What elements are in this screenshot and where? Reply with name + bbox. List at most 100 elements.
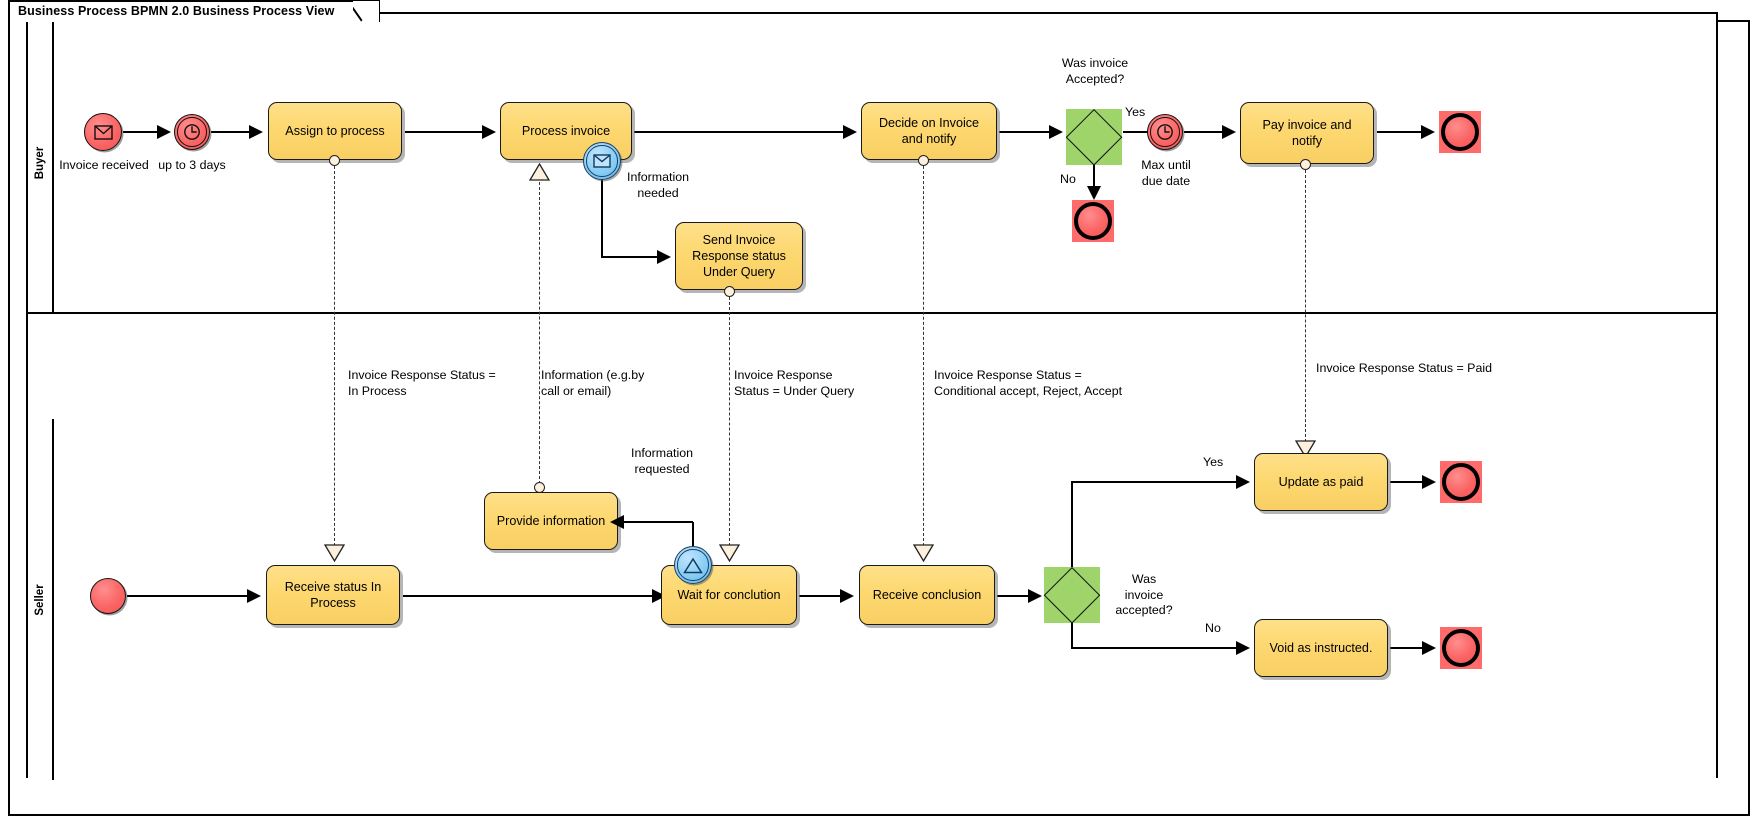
flow-seller-gateway-yes-up bbox=[1071, 482, 1073, 568]
flow-signal-up bbox=[692, 522, 694, 548]
gateway-was-invoice-accepted-seller[interactable] bbox=[1044, 567, 1100, 623]
boundary-message-event-label: Information needed bbox=[627, 170, 689, 200]
flow-pay-to-end bbox=[1377, 131, 1425, 133]
lane-buyer: Buyer bbox=[28, 14, 1716, 314]
flow-arrowhead bbox=[1236, 641, 1250, 655]
task-pay-invoice-and-notify[interactable]: Pay invoice and notify bbox=[1240, 102, 1374, 164]
message-flow-4-line bbox=[923, 166, 924, 546]
flow-arrowhead bbox=[1422, 475, 1436, 489]
flow-timer-to-pay bbox=[1184, 131, 1226, 133]
flow-arrowhead bbox=[843, 125, 857, 139]
flow-start-to-timer bbox=[123, 131, 161, 133]
flow-void-to-end bbox=[1390, 647, 1426, 649]
message-flow-3-source-marker bbox=[724, 286, 735, 297]
task-process-invoice-label: Process invoice bbox=[521, 124, 611, 138]
flow-signal-left bbox=[622, 521, 693, 523]
flow-boundary-down bbox=[601, 179, 603, 257]
task-send-invoice-response-under-query[interactable]: Send Invoice Response status Under Query bbox=[675, 222, 803, 290]
flow-gateway-yes bbox=[1123, 131, 1159, 133]
intermediate-timer-up-to-3-days[interactable] bbox=[174, 114, 210, 150]
task-send-invoice-response-label: Send Invoice Response status Under Query bbox=[692, 233, 786, 279]
gateway-was-invoice-accepted-label: Was invoice Accepted? bbox=[1061, 56, 1129, 86]
message-flow-2-label: Information (e.g.by call or email) bbox=[541, 368, 645, 398]
flow-decide-to-gateway bbox=[999, 131, 1053, 133]
flow-arrowhead bbox=[1028, 589, 1042, 603]
start-event-invoice-received[interactable] bbox=[84, 113, 122, 151]
message-flow-4-arrowhead bbox=[912, 544, 935, 567]
lane-label-seller: Seller bbox=[34, 583, 46, 616]
gateway-seller-label: Was invoice accepted? bbox=[1115, 572, 1173, 617]
flow-arrowhead bbox=[1222, 125, 1236, 139]
flow-arrowhead bbox=[249, 125, 263, 139]
gateway-no-label: No bbox=[1060, 172, 1076, 186]
flow-assign-to-process-invoice bbox=[405, 131, 485, 133]
flow-seller-gateway-no-down bbox=[1071, 622, 1073, 648]
task-provide-information[interactable]: Provide information bbox=[484, 492, 618, 550]
message-flow-2-arrowhead bbox=[528, 162, 551, 186]
message-flow-3-arrowhead bbox=[718, 544, 741, 567]
timer-clock-icon bbox=[175, 115, 209, 149]
flow-receive-conclusion-to-gateway bbox=[997, 595, 1031, 597]
flow-receive-status-to-wait bbox=[403, 595, 655, 597]
task-assign-to-process-label: Assign to process bbox=[285, 124, 385, 138]
message-flow-5-arrowhead bbox=[1294, 440, 1317, 463]
message-flow-1-source-marker bbox=[329, 155, 340, 166]
intermediate-timer-label: up to 3 days bbox=[158, 158, 226, 172]
task-update-as-paid[interactable]: Update as paid bbox=[1254, 453, 1388, 511]
gateway-yes-label: Yes bbox=[1125, 105, 1146, 119]
gateway-was-invoice-accepted[interactable] bbox=[1066, 109, 1122, 165]
end-event-ring bbox=[1074, 202, 1112, 240]
message-flow-2-line bbox=[539, 182, 540, 484]
flow-timer-to-assign bbox=[211, 131, 253, 133]
end-event-buyer-complete[interactable] bbox=[1439, 111, 1481, 153]
message-flow-1-arrowhead bbox=[323, 544, 346, 567]
flow-wait-to-receive-conclusion bbox=[799, 595, 843, 597]
start-event-seller[interactable] bbox=[90, 578, 126, 614]
start-event-invoice-received-label: Invoice received bbox=[59, 158, 149, 172]
task-decide-label: Decide on Invoice and notify bbox=[878, 116, 980, 146]
message-flow-3-label: Invoice Response Status = Under Query bbox=[734, 368, 855, 398]
flow-update-paid-to-end bbox=[1390, 481, 1426, 483]
diagram-title-tab: Business Process BPMN 2.0 Business Proce… bbox=[8, 0, 380, 25]
boundary-message-event-information-needed[interactable] bbox=[583, 142, 621, 180]
task-receive-status-in-process[interactable]: Receive status In Process bbox=[266, 565, 400, 625]
flow-arrowhead bbox=[1087, 186, 1101, 200]
gateway-diamond-shape bbox=[1066, 109, 1122, 165]
message-flow-5-label: Invoice Response Status = Paid bbox=[1316, 361, 1492, 375]
task-void-as-instructed[interactable]: Void as instructed. bbox=[1254, 619, 1388, 677]
message-flow-5-source-marker bbox=[1300, 159, 1311, 170]
title-fold-corner bbox=[353, 1, 379, 25]
end-event-seller-void[interactable] bbox=[1440, 627, 1482, 669]
task-decide-on-invoice-and-notify[interactable]: Decide on Invoice and notify bbox=[861, 102, 997, 160]
task-receive-status-label: Receive status In Process bbox=[284, 580, 382, 610]
boundary-signal-event-information-requested[interactable] bbox=[674, 546, 712, 584]
task-receive-conclusion[interactable]: Receive conclusion bbox=[859, 565, 995, 625]
end-event-seller-paid[interactable] bbox=[1440, 461, 1482, 503]
end-event-invoice-rejected[interactable] bbox=[1072, 200, 1114, 242]
message-flow-4-source-marker bbox=[918, 155, 929, 166]
message-flow-4-label: Invoice Response Status = Conditional ac… bbox=[934, 368, 1123, 398]
task-assign-to-process[interactable]: Assign to process bbox=[268, 102, 402, 160]
message-flow-1-line bbox=[334, 166, 335, 546]
flow-arrowhead bbox=[840, 589, 854, 603]
gateway-diamond-shape bbox=[1044, 567, 1100, 623]
page-title: Business Process BPMN 2.0 Business Proce… bbox=[18, 4, 335, 18]
flow-seller-gateway-no-right bbox=[1071, 647, 1239, 649]
message-flow-5-line bbox=[1305, 170, 1306, 442]
flow-arrowhead bbox=[1421, 125, 1435, 139]
message-envelope-icon bbox=[584, 143, 620, 179]
signal-icon bbox=[675, 547, 711, 583]
flow-gateway-no bbox=[1093, 165, 1095, 191]
flow-seller-gateway-yes-right bbox=[1071, 481, 1239, 483]
flow-arrowhead bbox=[610, 515, 624, 529]
lane-header-seller: Seller bbox=[28, 419, 54, 780]
message-envelope-icon bbox=[85, 114, 121, 150]
task-void-as-instructed-label: Void as instructed. bbox=[1269, 641, 1373, 655]
flow-arrowhead bbox=[657, 250, 671, 264]
task-receive-conclusion-label: Receive conclusion bbox=[872, 588, 982, 602]
task-update-as-paid-label: Update as paid bbox=[1278, 475, 1364, 489]
intermediate-timer-max-until-due-date[interactable] bbox=[1147, 114, 1183, 150]
boundary-signal-event-label: Information requested bbox=[631, 446, 693, 476]
flow-arrowhead bbox=[482, 125, 496, 139]
